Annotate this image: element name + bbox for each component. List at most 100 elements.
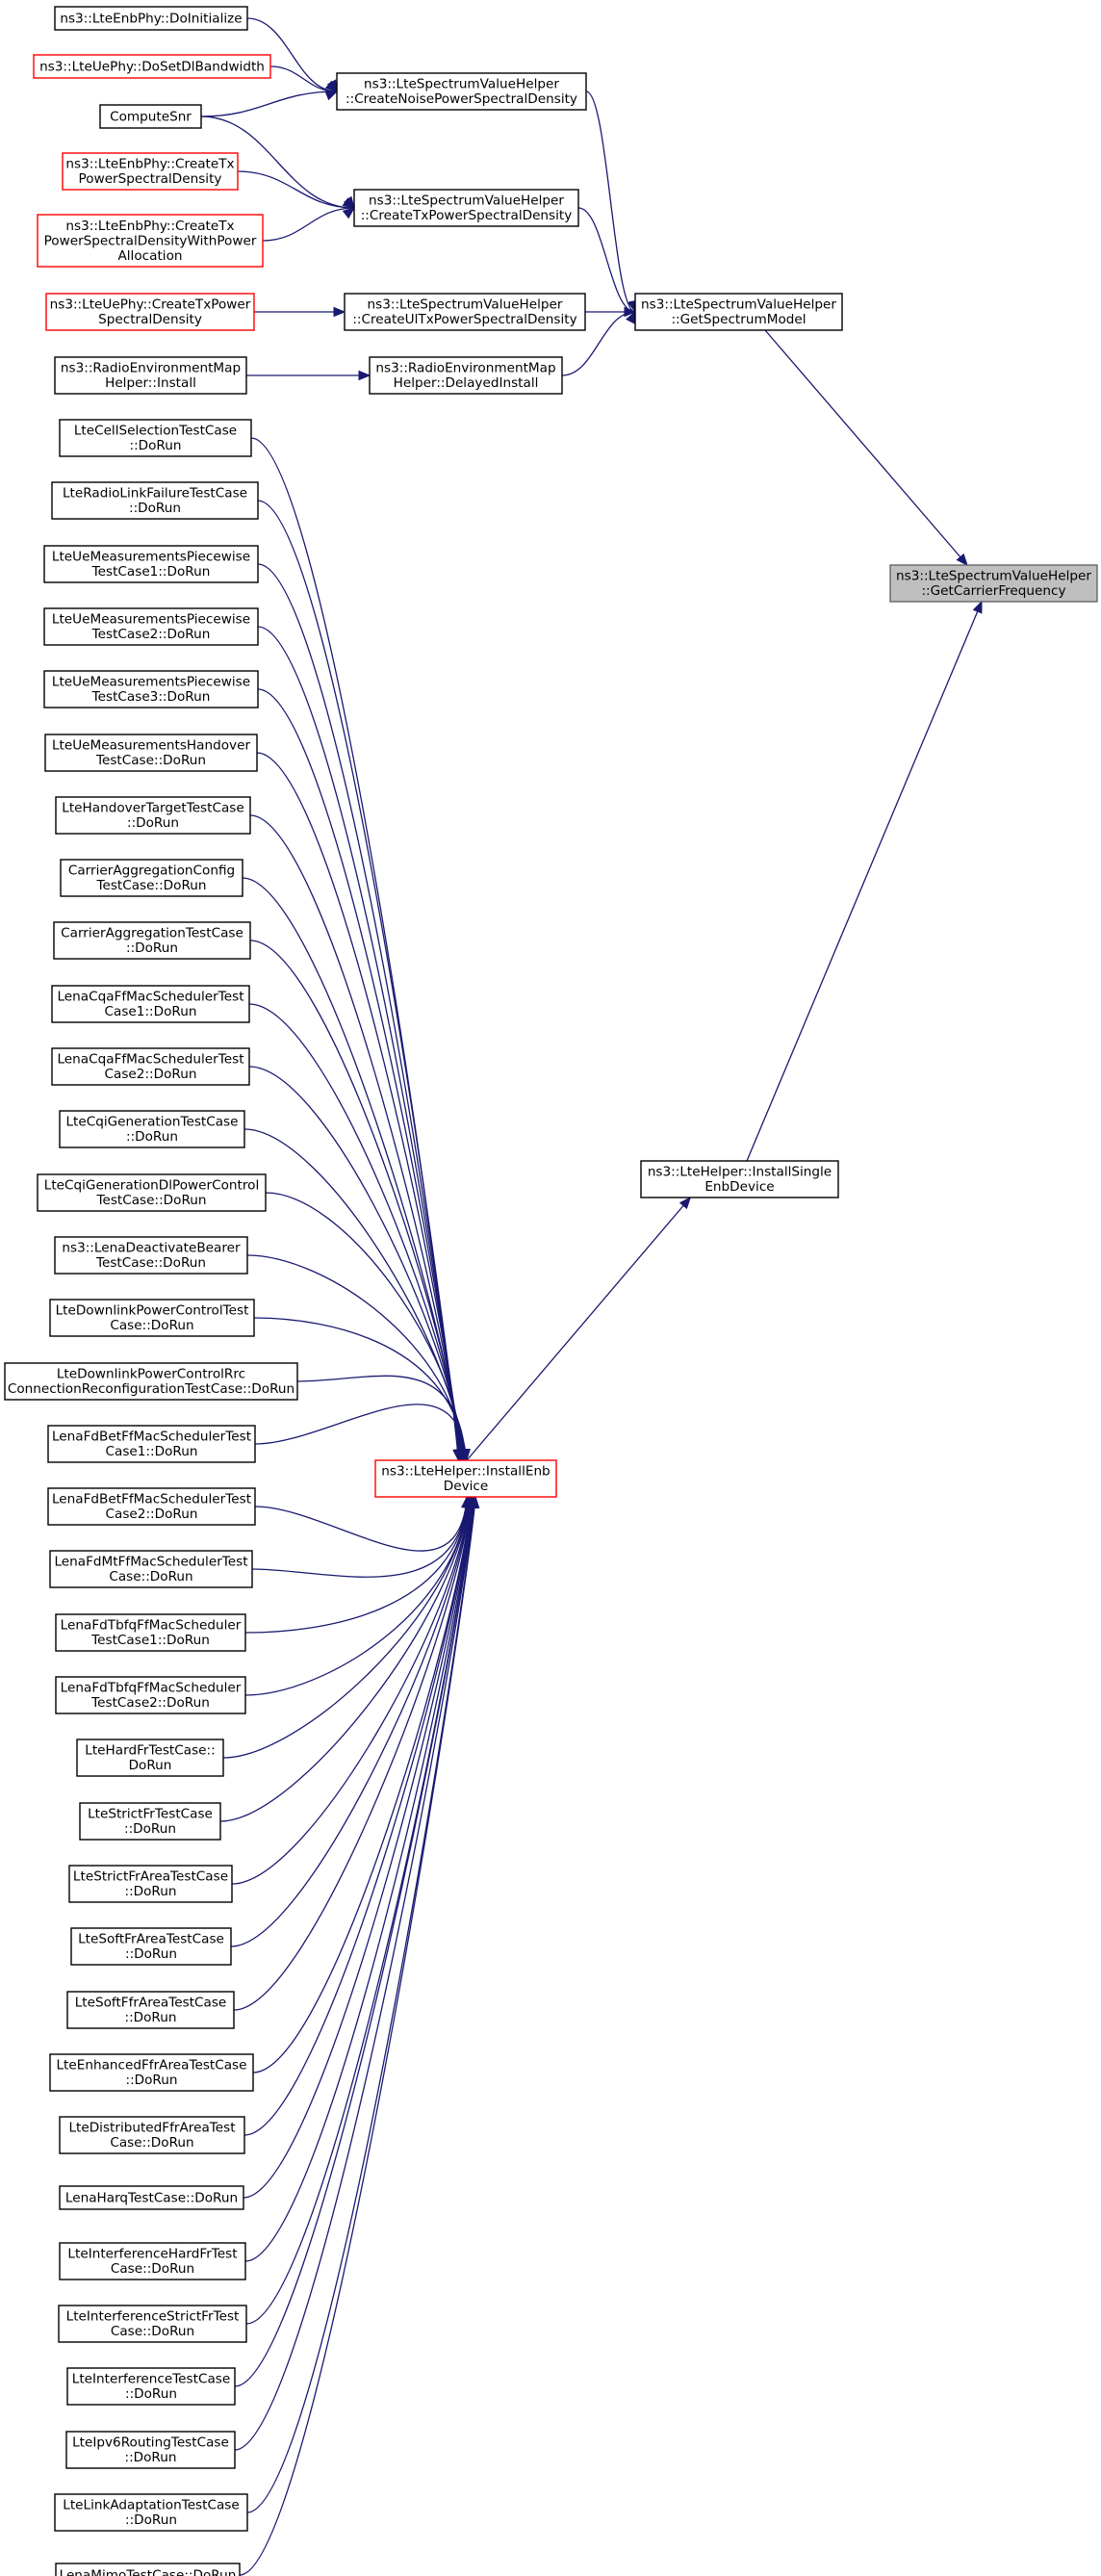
node-box[interactable] [59,2116,245,2154]
node-box[interactable] [59,1110,245,1148]
node-tc-cqi-generation-dl-power[interactable]: LteCqiGenerationDlPowerControlTestCase::… [37,1173,267,1212]
node-box[interactable] [65,2431,236,2469]
node-box[interactable] [54,1236,248,1275]
node-box[interactable] [634,293,843,331]
node-box[interactable] [640,1160,839,1198]
node-box[interactable] [79,1802,221,1841]
node-box[interactable] [43,670,259,708]
node-box[interactable] [59,2185,244,2210]
node-compute-snr[interactable]: ComputeSnr [99,104,202,129]
node-box[interactable] [369,356,563,395]
node-box[interactable] [353,189,579,227]
node-ue-phy-create-tx-psd[interactable]: ns3::LteUePhy::CreateTxPowerSpectralDens… [45,293,255,331]
node-tc-downlink-power-control-rrc[interactable]: LteDownlinkPowerControlRrcConnectionReco… [4,1362,298,1401]
node-box[interactable] [51,985,250,1023]
node-get-spectrum-model[interactable]: ns3::LteSpectrumValueHelper::GetSpectrum… [634,293,843,331]
node-box[interactable] [59,2242,246,2280]
node-tc-ipv6-routing[interactable]: LteIpv6RoutingTestCase::DoRun [65,2431,236,2469]
node-tc-strict-fr[interactable]: LteStrictFrTestCase::DoRun [79,1802,221,1841]
node-box[interactable] [43,607,259,646]
node-box[interactable] [70,1927,232,1966]
node-tc-cqi-generation[interactable]: LteCqiGenerationTestCase::DoRun [59,1110,245,1148]
node-tc-handover-target[interactable]: LteHandoverTargetTestCase::DoRun [55,796,251,835]
node-box[interactable] [37,214,264,268]
node-rem-delayed-install[interactable]: ns3::RadioEnvironmentMapHelper::DelayedI… [369,356,563,395]
node-box[interactable] [99,104,202,129]
node-box[interactable] [889,564,1098,603]
node-box[interactable] [33,54,271,79]
node-enb-phy-do-initialize[interactable]: ns3::LteEnbPhy::DoInitialize [54,6,248,31]
node-box[interactable] [344,293,586,331]
node-box[interactable] [54,2493,248,2532]
node-tc-ue-meas-piecewise-3[interactable]: LteUeMeasurementsPiecewiseTestCase3::DoR… [43,670,259,708]
node-tc-ue-meas-piecewise-1[interactable]: LteUeMeasurementsPiecewiseTestCase1::DoR… [43,545,259,583]
node-box[interactable] [55,1613,246,1652]
node-box[interactable] [44,734,258,772]
node-tc-cell-selection[interactable]: LteCellSelectionTestCase::DoRun [59,419,252,457]
node-tc-lena-mimo[interactable]: LenaMimoTestCase::DoRun [55,2563,241,2576]
node-create-ul-tx-psd[interactable]: ns3::LteSpectrumValueHelper::CreateUlTxP… [344,293,586,331]
node-tc-soft-ffr-area[interactable]: LteSoftFfrAreaTestCase::DoRun [66,1991,235,2029]
node-tc-radio-link-failure[interactable]: LteRadioLinkFailureTestCase::DoRun [51,481,259,520]
node-create-tx-psd[interactable]: ns3::LteSpectrumValueHelper::CreateTxPow… [353,189,579,227]
node-tc-strict-fr-area[interactable]: LteStrictFrAreaTestCase::DoRun [68,1865,233,1903]
node-box[interactable] [66,2367,236,2406]
node-box[interactable] [47,1487,256,1526]
node-box[interactable] [374,1459,557,1498]
node-tc-carrier-aggregation[interactable]: CarrierAggregationTestCase::DoRun [53,921,251,960]
node-box[interactable] [336,72,587,111]
node-box[interactable] [51,1047,250,1086]
node-tc-link-adaptation[interactable]: LteLinkAdaptationTestCase::DoRun [54,2493,248,2532]
node-box[interactable] [66,1991,235,2029]
node-tc-hard-fr[interactable]: LteHardFrTestCase::DoRun [76,1739,224,1777]
node-box[interactable] [62,152,239,191]
node-enb-phy-create-tx-psd-power-alloc[interactable]: ns3::LteEnbPhy::CreateTxPowerSpectralDen… [37,214,264,268]
node-box[interactable] [51,481,259,520]
node-box[interactable] [4,1362,298,1401]
node-box[interactable] [37,1173,267,1212]
node-box[interactable] [47,1425,256,1463]
node-box[interactable] [53,921,251,960]
node-box[interactable] [55,1676,246,1714]
node-box[interactable] [49,1550,253,1588]
node-ue-phy-do-set-dl-bandwidth[interactable]: ns3::LteUePhy::DoSetDlBandwidth [33,54,271,79]
node-box[interactable] [58,2305,247,2343]
node-box[interactable] [68,1865,233,1903]
node-tc-enhanced-ffr-area[interactable]: LteEnhancedFfrAreaTestCase::DoRun [49,2053,254,2092]
node-box[interactable] [59,419,252,457]
node-box[interactable] [54,6,248,31]
node-box[interactable] [76,1739,224,1777]
node-box[interactable] [55,2563,241,2576]
node-box[interactable] [60,859,243,897]
node-box[interactable] [43,545,259,583]
node-box[interactable] [54,356,247,395]
node-get-carrier-frequency[interactable]: ns3::LteSpectrumValueHelper::GetCarrierF… [889,564,1098,603]
node-box[interactable] [45,293,255,331]
node-tc-soft-fr-area[interactable]: LteSoftFrAreaTestCase::DoRun [70,1927,232,1966]
node-tc-ue-meas-piecewise-2[interactable]: LteUeMeasurementsPiecewiseTestCase2::DoR… [43,607,259,646]
node-box[interactable] [55,796,251,835]
node-box[interactable] [49,2053,254,2092]
node-tc-interference[interactable]: LteInterferenceTestCase::DoRun [66,2367,236,2406]
node-box[interactable] [49,1299,255,1337]
node-tc-lena-harq[interactable]: LenaHarqTestCase::DoRun [59,2185,244,2210]
node-enb-phy-create-tx-psd[interactable]: ns3::LteEnbPhy::CreateTxPowerSpectralDen… [62,152,239,191]
node-create-noise-psd[interactable]: ns3::LteSpectrumValueHelper::CreateNoise… [336,72,587,111]
